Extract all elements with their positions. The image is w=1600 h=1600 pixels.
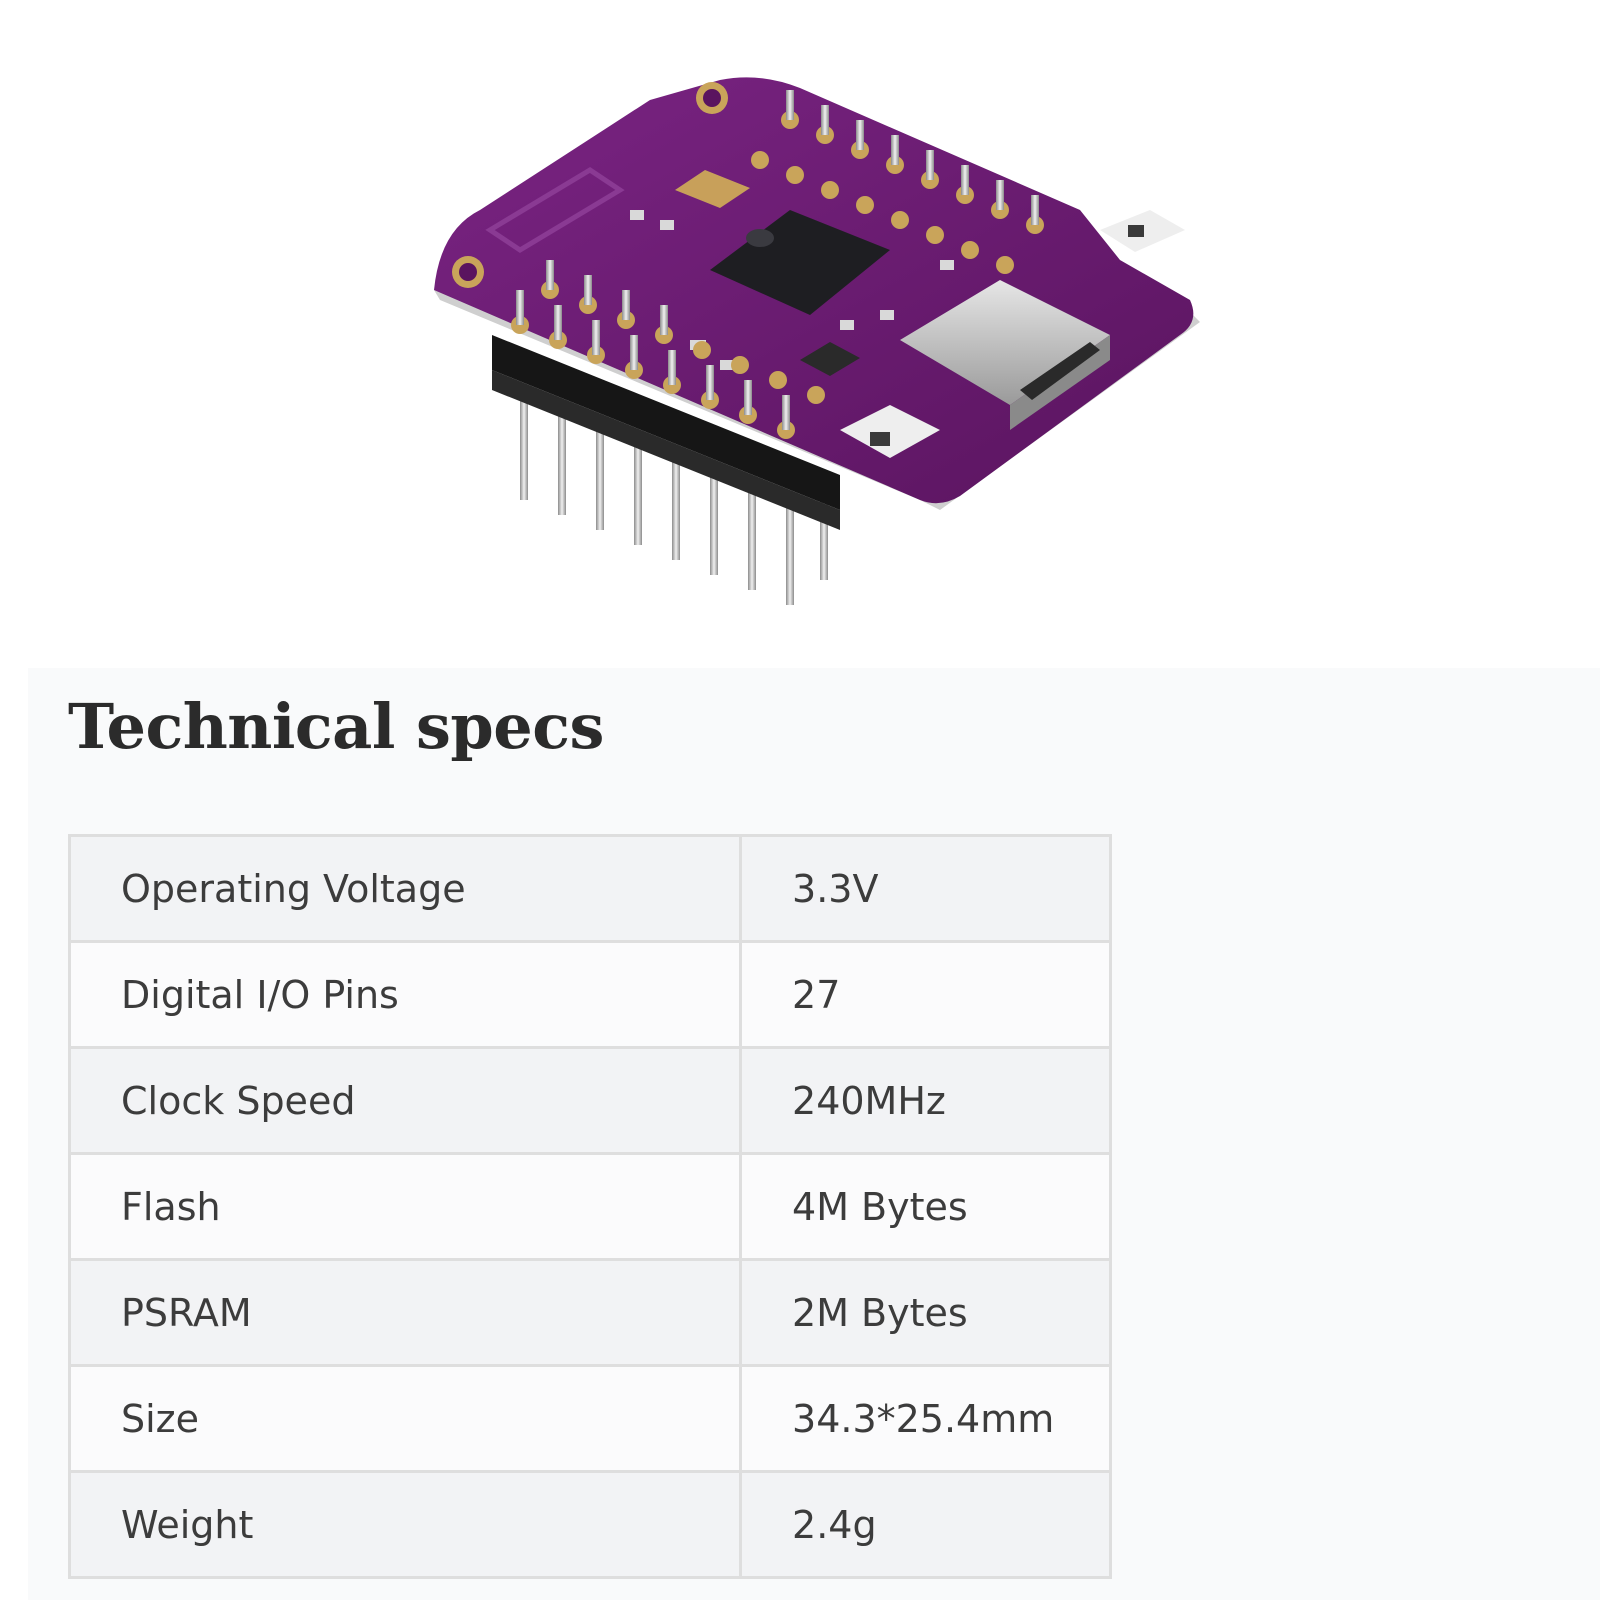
esp32-s2-chip — [710, 210, 890, 315]
spec-value: 3.3V — [739, 834, 1112, 943]
spec-label: Digital I/O Pins — [67, 940, 743, 1049]
antenna-trace — [485, 167, 625, 253]
spec-value: 4M Bytes — [739, 1152, 1112, 1261]
spec-value: 34.3*25.4mm — [739, 1364, 1112, 1473]
spec-value: 2M Bytes — [739, 1258, 1112, 1367]
spec-label: PSRAM — [67, 1258, 743, 1367]
technical-specs-section: Technical specs Operating Voltage 3.3V D… — [28, 668, 1600, 1600]
crystal-component — [675, 170, 750, 208]
section-title: Technical specs — [68, 690, 604, 763]
reset-button — [1100, 210, 1185, 252]
spec-value: 27 — [739, 940, 1112, 1049]
spec-value: 240MHz — [739, 1046, 1112, 1155]
spec-label: Weight — [67, 1470, 743, 1579]
bottom-pin-row — [511, 260, 825, 439]
spec-value: 2.4g — [739, 1470, 1112, 1579]
table-row: Size 34.3*25.4mm — [67, 1364, 1112, 1473]
table-row: Flash 4M Bytes — [67, 1152, 1112, 1261]
spec-label: Clock Speed — [67, 1046, 743, 1155]
header-pin-legs — [520, 390, 828, 605]
top-pin-row — [751, 90, 1044, 274]
product-photo — [434, 77, 1200, 605]
pin-header-block — [492, 335, 840, 510]
table-row: Weight 2.4g — [67, 1470, 1112, 1579]
boot-button — [840, 405, 940, 458]
usb-c-connector — [900, 280, 1110, 430]
table-row: Operating Voltage 3.3V — [67, 834, 1112, 943]
spec-label: Size — [67, 1364, 743, 1473]
table-row: PSRAM 2M Bytes — [67, 1258, 1112, 1367]
spec-label: Flash — [67, 1152, 743, 1261]
table-row: Digital I/O Pins 27 — [67, 940, 1112, 1049]
spec-label: Operating Voltage — [67, 834, 743, 943]
regulator-component — [800, 342, 860, 376]
table-row: Clock Speed 240MHz — [67, 1046, 1112, 1155]
specs-table: Operating Voltage 3.3V Digital I/O Pins … — [67, 834, 1112, 1579]
